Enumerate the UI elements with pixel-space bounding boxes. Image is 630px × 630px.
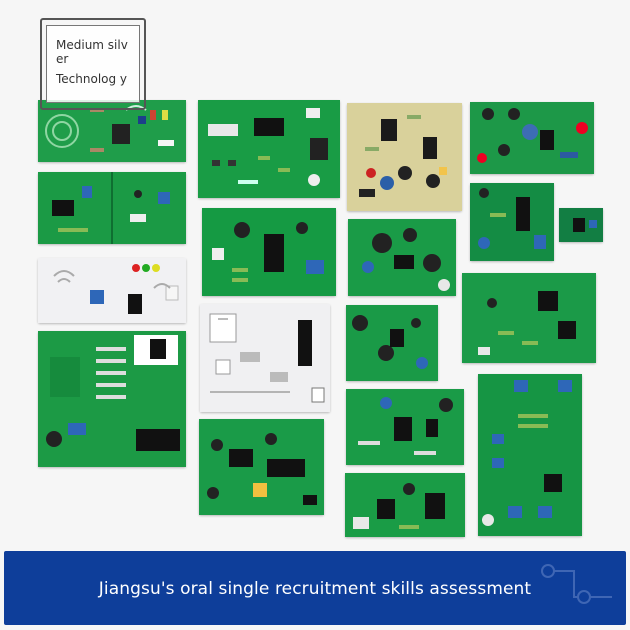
board-green-caps-art <box>348 219 456 296</box>
banner-circuit-icon <box>541 564 612 604</box>
brand-badge: Medium silver Technolog y <box>40 18 146 110</box>
board-green-opamp <box>462 273 596 363</box>
board-tiny-blue-art <box>559 208 603 242</box>
board-green-ic-center-art <box>202 208 336 296</box>
board-green-caps <box>348 219 456 296</box>
brand-line-2: Technolog y <box>56 72 128 86</box>
board-white-7seg-art <box>200 304 330 412</box>
board-green-tall-art <box>478 374 582 536</box>
board-dark-green-small-art <box>470 183 554 261</box>
board-double-green <box>38 172 186 244</box>
board-green-large-top <box>198 100 340 198</box>
board-beige-555 <box>347 103 462 211</box>
board-dark-green-small <box>470 183 554 261</box>
board-green-caps-2 <box>346 305 438 381</box>
brand-badge-inner <box>46 25 140 103</box>
board-double-green-art <box>38 172 186 244</box>
board-green-leds <box>470 102 594 174</box>
board-white-radio-art <box>38 258 186 323</box>
board-green-7seg-large <box>38 331 186 467</box>
board-tiny-blue <box>559 208 603 242</box>
caption-banner: Jiangsu's oral single recruitment skills… <box>4 551 626 625</box>
board-beige-555-art <box>347 103 462 211</box>
caption-text: Jiangsu's oral single recruitment skills… <box>98 579 532 599</box>
board-ir-sensor <box>38 100 186 162</box>
board-green-leds-art <box>470 102 594 174</box>
board-green-diode-art <box>346 389 464 465</box>
board-green-double-ic <box>199 419 324 515</box>
board-green-7seg-large-art <box>38 331 186 467</box>
board-ir-sensor-art <box>38 100 186 162</box>
board-green-bottom-art <box>345 473 465 537</box>
board-green-caps-2-art <box>346 305 438 381</box>
board-white-7seg <box>200 304 330 412</box>
board-green-large-top-art <box>198 100 340 198</box>
board-green-ic-center <box>202 208 336 296</box>
board-white-radio <box>38 258 186 323</box>
board-green-diode <box>346 389 464 465</box>
board-green-bottom <box>345 473 465 537</box>
board-green-tall <box>478 374 582 536</box>
board-green-opamp-art <box>462 273 596 363</box>
brand-line-1: Medium silver <box>56 38 128 66</box>
board-green-double-ic-art <box>199 419 324 515</box>
